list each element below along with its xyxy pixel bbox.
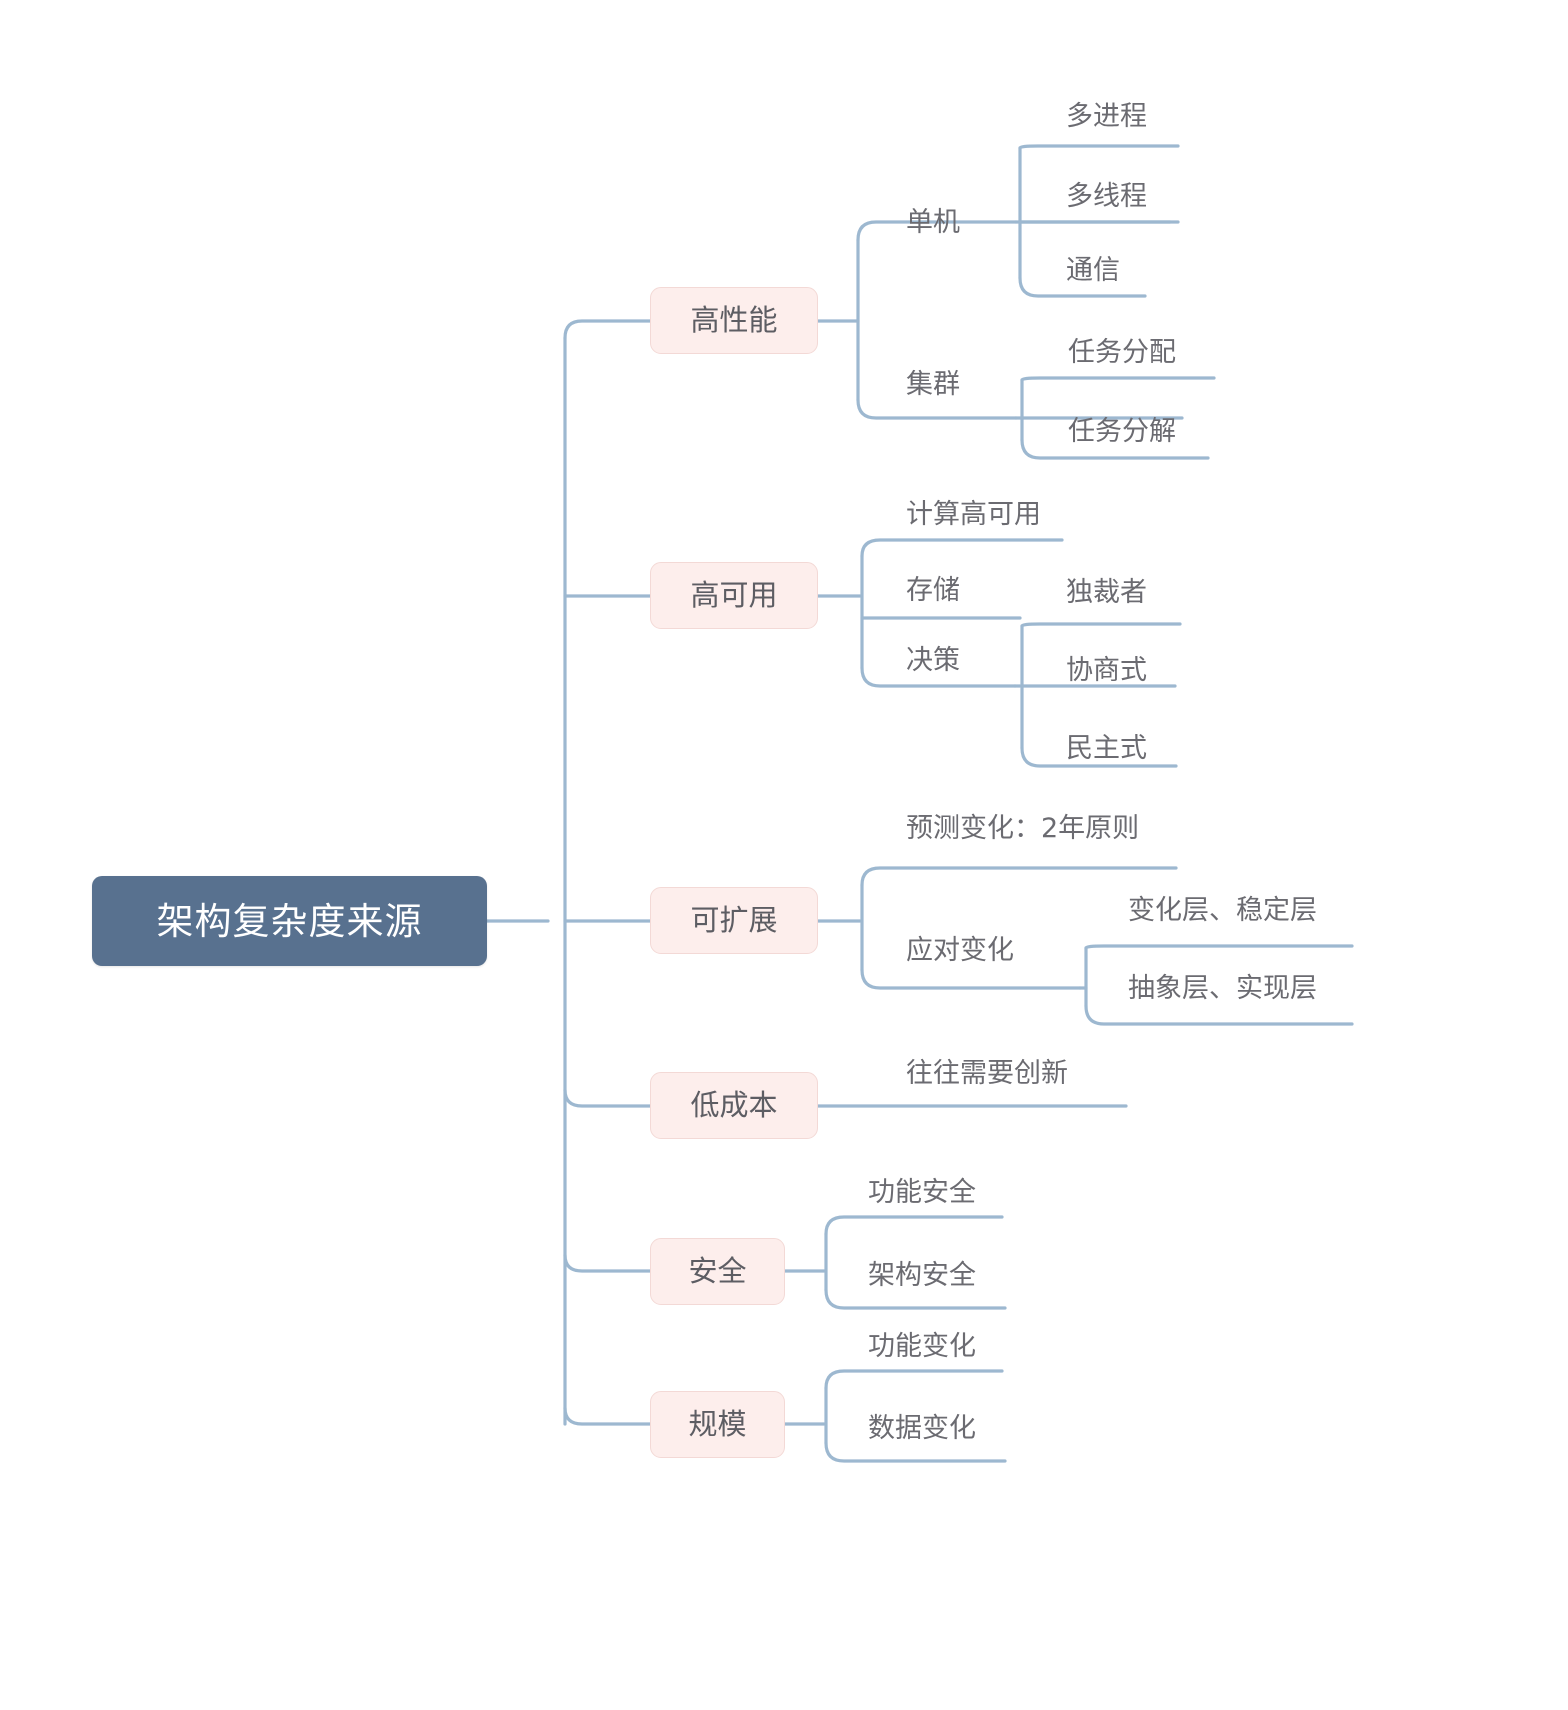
branch-label-5: 安全	[688, 1254, 747, 1288]
leafnode-label-1-1-1: 多进程	[1066, 100, 1147, 132]
subnode-3-1[interactable]: 预测变化：2年原则	[906, 806, 1266, 850]
branch-label-3: 可扩展	[690, 903, 778, 937]
subnode-label-2-1: 计算高可用	[906, 498, 1041, 530]
link-b5-to-功能安全	[824, 1215, 1004, 1236]
branch-node-5[interactable]: 安全	[650, 1238, 785, 1305]
leafnode-label-3-2-1: 变化层、稳定层	[1128, 894, 1317, 926]
link-b6-to-功能变化	[824, 1369, 1004, 1390]
leafnode-label-1-1-3: 通信	[1066, 254, 1120, 286]
subnode-label-4-1: 往往需要创新	[906, 1057, 1068, 1089]
leafnode-1-1-3[interactable]: 通信	[1066, 248, 1266, 292]
leafnode-label-1-1-2: 多线程	[1066, 180, 1147, 212]
link-决策-to-独裁者	[1020, 622, 1182, 628]
subnode-label-1-1: 单机	[906, 206, 960, 238]
leafnode-1-2-2[interactable]: 任务分解	[1068, 409, 1288, 453]
subnode-3-2[interactable]: 应对变化	[906, 928, 1106, 972]
subnode-2-2[interactable]: 存储	[906, 568, 1066, 612]
leafnode-label-1-2-1: 任务分配	[1068, 336, 1176, 368]
leafnode-label-2-3-2: 协商式	[1066, 654, 1147, 686]
subnode-1-1[interactable]: 单机	[906, 200, 1066, 244]
subnode-label-5-1: 功能安全	[868, 1176, 976, 1208]
root-node[interactable]: 架构复杂度来源	[92, 876, 487, 966]
leafnode-1-1-1[interactable]: 多进程	[1066, 94, 1266, 138]
subnode-label-6-1: 功能变化	[868, 1330, 976, 1362]
branch-node-6[interactable]: 规模	[650, 1391, 785, 1458]
root-label: 架构复杂度来源	[156, 899, 423, 943]
leafnode-3-2-2[interactable]: 抽象层、实现层	[1128, 966, 1428, 1010]
branch-label-1: 高性能	[690, 303, 778, 337]
link-root-to-branch-1	[563, 319, 652, 340]
subnode-label-6-2: 数据变化	[868, 1412, 976, 1444]
leafnode-3-2-1[interactable]: 变化层、稳定层	[1128, 888, 1428, 932]
subnode-label-3-1: 预测变化：2年原则	[906, 812, 1140, 844]
leafnode-label-3-2-2: 抽象层、实现层	[1128, 972, 1317, 1004]
branch-label-6: 规模	[688, 1407, 747, 1441]
branch-node-4[interactable]: 低成本	[650, 1072, 818, 1139]
subnode-6-1[interactable]: 功能变化	[868, 1324, 1068, 1368]
link-root-to-branch-4	[563, 1088, 652, 1108]
link-b3-to-预测变化	[860, 866, 1178, 887]
subnode-2-1[interactable]: 计算高可用	[906, 492, 1166, 536]
subnode-label-2-3: 决策	[906, 644, 960, 676]
subnode-2-3[interactable]: 决策	[906, 638, 1066, 682]
leafnode-2-3-2[interactable]: 协商式	[1066, 648, 1266, 692]
link-root-to-branch-5	[563, 1253, 652, 1273]
leafnode-label-2-3-1: 独裁者	[1066, 576, 1147, 608]
subnode-5-1[interactable]: 功能安全	[868, 1170, 1068, 1214]
subnode-label-3-2: 应对变化	[906, 934, 1014, 966]
subnode-label-1-2: 集群	[906, 368, 960, 400]
subnode-label-2-2: 存储	[906, 574, 960, 606]
link-root-to-branch-6	[563, 1406, 652, 1426]
leafnode-2-3-1[interactable]: 独裁者	[1066, 570, 1266, 614]
branch-node-1[interactable]: 高性能	[650, 287, 818, 354]
link-b2-to-计算高可用	[860, 538, 1064, 558]
branch-label-2: 高可用	[690, 578, 778, 612]
leafnode-label-2-3-3: 民主式	[1066, 732, 1147, 764]
branch-node-2[interactable]: 高可用	[650, 562, 818, 629]
branch-node-3[interactable]: 可扩展	[650, 887, 818, 954]
branch-label-4: 低成本	[690, 1088, 778, 1122]
leafnode-label-1-2-2: 任务分解	[1068, 415, 1176, 447]
subnode-label-5-2: 架构安全	[868, 1259, 976, 1291]
leafnode-1-2-1[interactable]: 任务分配	[1068, 330, 1288, 374]
subnode-6-2[interactable]: 数据变化	[868, 1406, 1068, 1450]
subnode-4-1[interactable]: 往往需要创新	[906, 1051, 1186, 1095]
subnode-1-2[interactable]: 集群	[906, 362, 1066, 406]
subnode-5-2[interactable]: 架构安全	[868, 1253, 1068, 1297]
link-应对变化-to-变化层	[1084, 944, 1354, 950]
leafnode-2-3-3[interactable]: 民主式	[1066, 726, 1266, 770]
link-单机-to-多进程	[1018, 144, 1180, 150]
leafnode-1-1-2[interactable]: 多线程	[1066, 174, 1266, 218]
link-b3-to-应对变化	[860, 968, 1082, 990]
